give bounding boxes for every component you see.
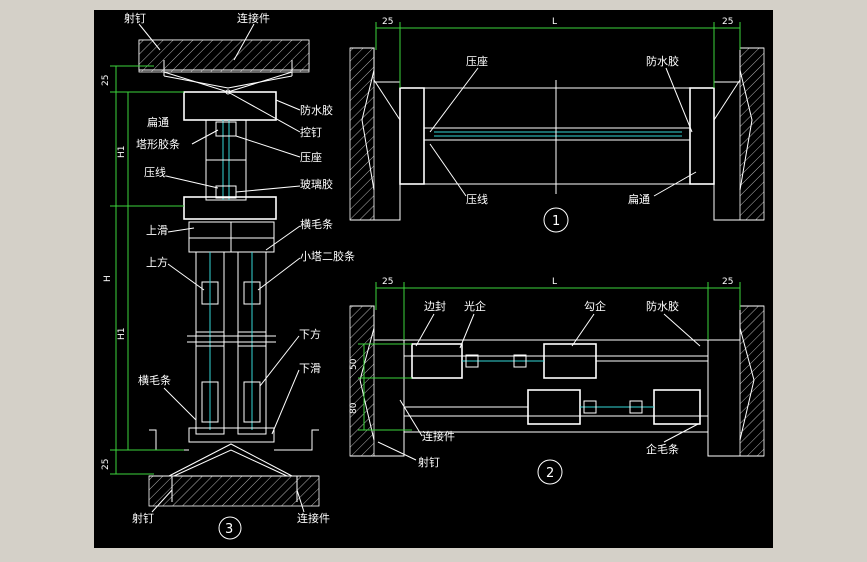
d2-label-fang-shui-jiao: 防水胶	[646, 299, 679, 313]
d2-label-she-ding: 射钉	[418, 455, 440, 469]
top-wall	[138, 39, 310, 71]
dim-top-25: 25	[101, 75, 111, 86]
d2-label-gou-qi: 勾企	[584, 299, 606, 313]
detail-1-right-flat-tube	[689, 87, 715, 185]
label-xia-hua: 下滑	[299, 362, 321, 375]
label-xiao-ta-er-jiao-tiao: 小塔二胶条	[300, 249, 355, 263]
detail-3-vertical-section	[110, 39, 320, 507]
detail-2-interlock-lower	[527, 389, 581, 425]
label-ta-xing-jiao-tiao: 塔形胶条	[136, 137, 180, 151]
label-lian-jie-jian-top: 连接件	[237, 12, 270, 25]
detail-3-number: 3	[225, 522, 233, 537]
d2-label-lian-jie-jian: 连接件	[422, 430, 455, 443]
detail-3-number-circle	[218, 516, 242, 540]
detail-1-dimensions	[375, 22, 741, 88]
bottom-connector	[168, 443, 293, 477]
d2-label-guang-qi: 光企	[464, 299, 486, 313]
detail-2-number: 2	[546, 466, 554, 481]
d2-label-bian-feng: 边封	[424, 299, 446, 313]
dim-h1-lower: H1	[117, 328, 127, 341]
label-ya-zuo: 压座	[300, 150, 322, 164]
label-ya-xian: 压线	[144, 165, 166, 179]
window-detail-drawing: 射钉 连接件 扁通 防水胶 塔形胶条 控钉 压座 压线 玻璃胶 上滑 横毛条 上…	[101, 11, 765, 540]
cad-drawing-canvas: 射钉 连接件 扁通 防水胶 塔形胶条 控钉 压座 压线 玻璃胶 上滑 横毛条 上…	[94, 10, 773, 548]
detail-2-right-sash	[653, 389, 701, 425]
d2-label-qi-mao-tiao: 企毛条	[646, 442, 679, 456]
label-heng-mao-tiao-bottom: 横毛条	[138, 373, 171, 387]
detail-1-number: 1	[552, 214, 560, 229]
detail-2-left-wall	[349, 305, 375, 457]
detail-2-right-wall	[739, 305, 765, 457]
d2-dim-left: 25	[382, 277, 393, 287]
detail-2-plan-section	[349, 282, 765, 457]
d1-dim-span: L	[552, 17, 557, 27]
d2-dim-right: 25	[722, 277, 733, 287]
label-bo-li-jiao: 玻璃胶	[300, 177, 333, 191]
dim-h1-upper: H1	[117, 146, 127, 159]
detail-1-right-wall	[739, 47, 765, 221]
detail-2-number-circle	[537, 459, 563, 485]
d2-dim-span: L	[552, 277, 557, 287]
detail-1-number-circle	[543, 207, 569, 233]
d1-dim-left: 25	[382, 17, 393, 27]
label-bian-tong: 扁通	[147, 116, 169, 129]
label-kong-ding: 控钉	[300, 125, 322, 139]
detail-2-left-sash	[411, 343, 463, 379]
dim-h: H	[103, 275, 113, 282]
transom-flat-tube	[183, 196, 277, 220]
d2-dim-v2: 80	[349, 402, 359, 414]
d1-dim-right: 25	[722, 17, 733, 27]
label-shang-hua: 上滑	[146, 224, 168, 237]
dim-bottom-25: 25	[101, 459, 111, 470]
lower-track	[188, 427, 275, 443]
sash-left-bottom	[195, 345, 225, 435]
label-shang-fang: 上方	[146, 255, 168, 269]
top-connector	[163, 71, 293, 93]
d1-label-ya-zuo: 压座	[466, 54, 488, 68]
d1-label-ya-xian: 压线	[466, 192, 488, 206]
sash-right-bottom	[237, 345, 267, 435]
label-xia-fang: 下方	[299, 327, 321, 341]
detail-3-dimensions	[110, 65, 184, 475]
label-she-ding-bottom: 射钉	[132, 511, 154, 525]
d2-dim-v1: 50	[349, 358, 359, 370]
d1-label-fang-shui-jiao: 防水胶	[646, 54, 679, 68]
label-fang-shui-jiao: 防水胶	[300, 103, 333, 117]
label-she-ding-top: 射钉	[124, 11, 146, 25]
head-flat-tube	[183, 91, 277, 121]
detail-1-left-flat-tube	[399, 87, 425, 185]
detail-1-left-wall	[349, 47, 375, 221]
detail-2-interlock-upper	[543, 343, 597, 379]
bottom-wall	[148, 475, 320, 507]
detail-2-dimensions	[358, 282, 741, 431]
label-heng-mao-tiao-top: 横毛条	[300, 217, 333, 231]
d1-label-bian-tong: 扁通	[628, 193, 650, 206]
detail-1-plan-section	[349, 22, 765, 221]
label-lian-jie-jian-bottom: 连接件	[297, 512, 330, 525]
